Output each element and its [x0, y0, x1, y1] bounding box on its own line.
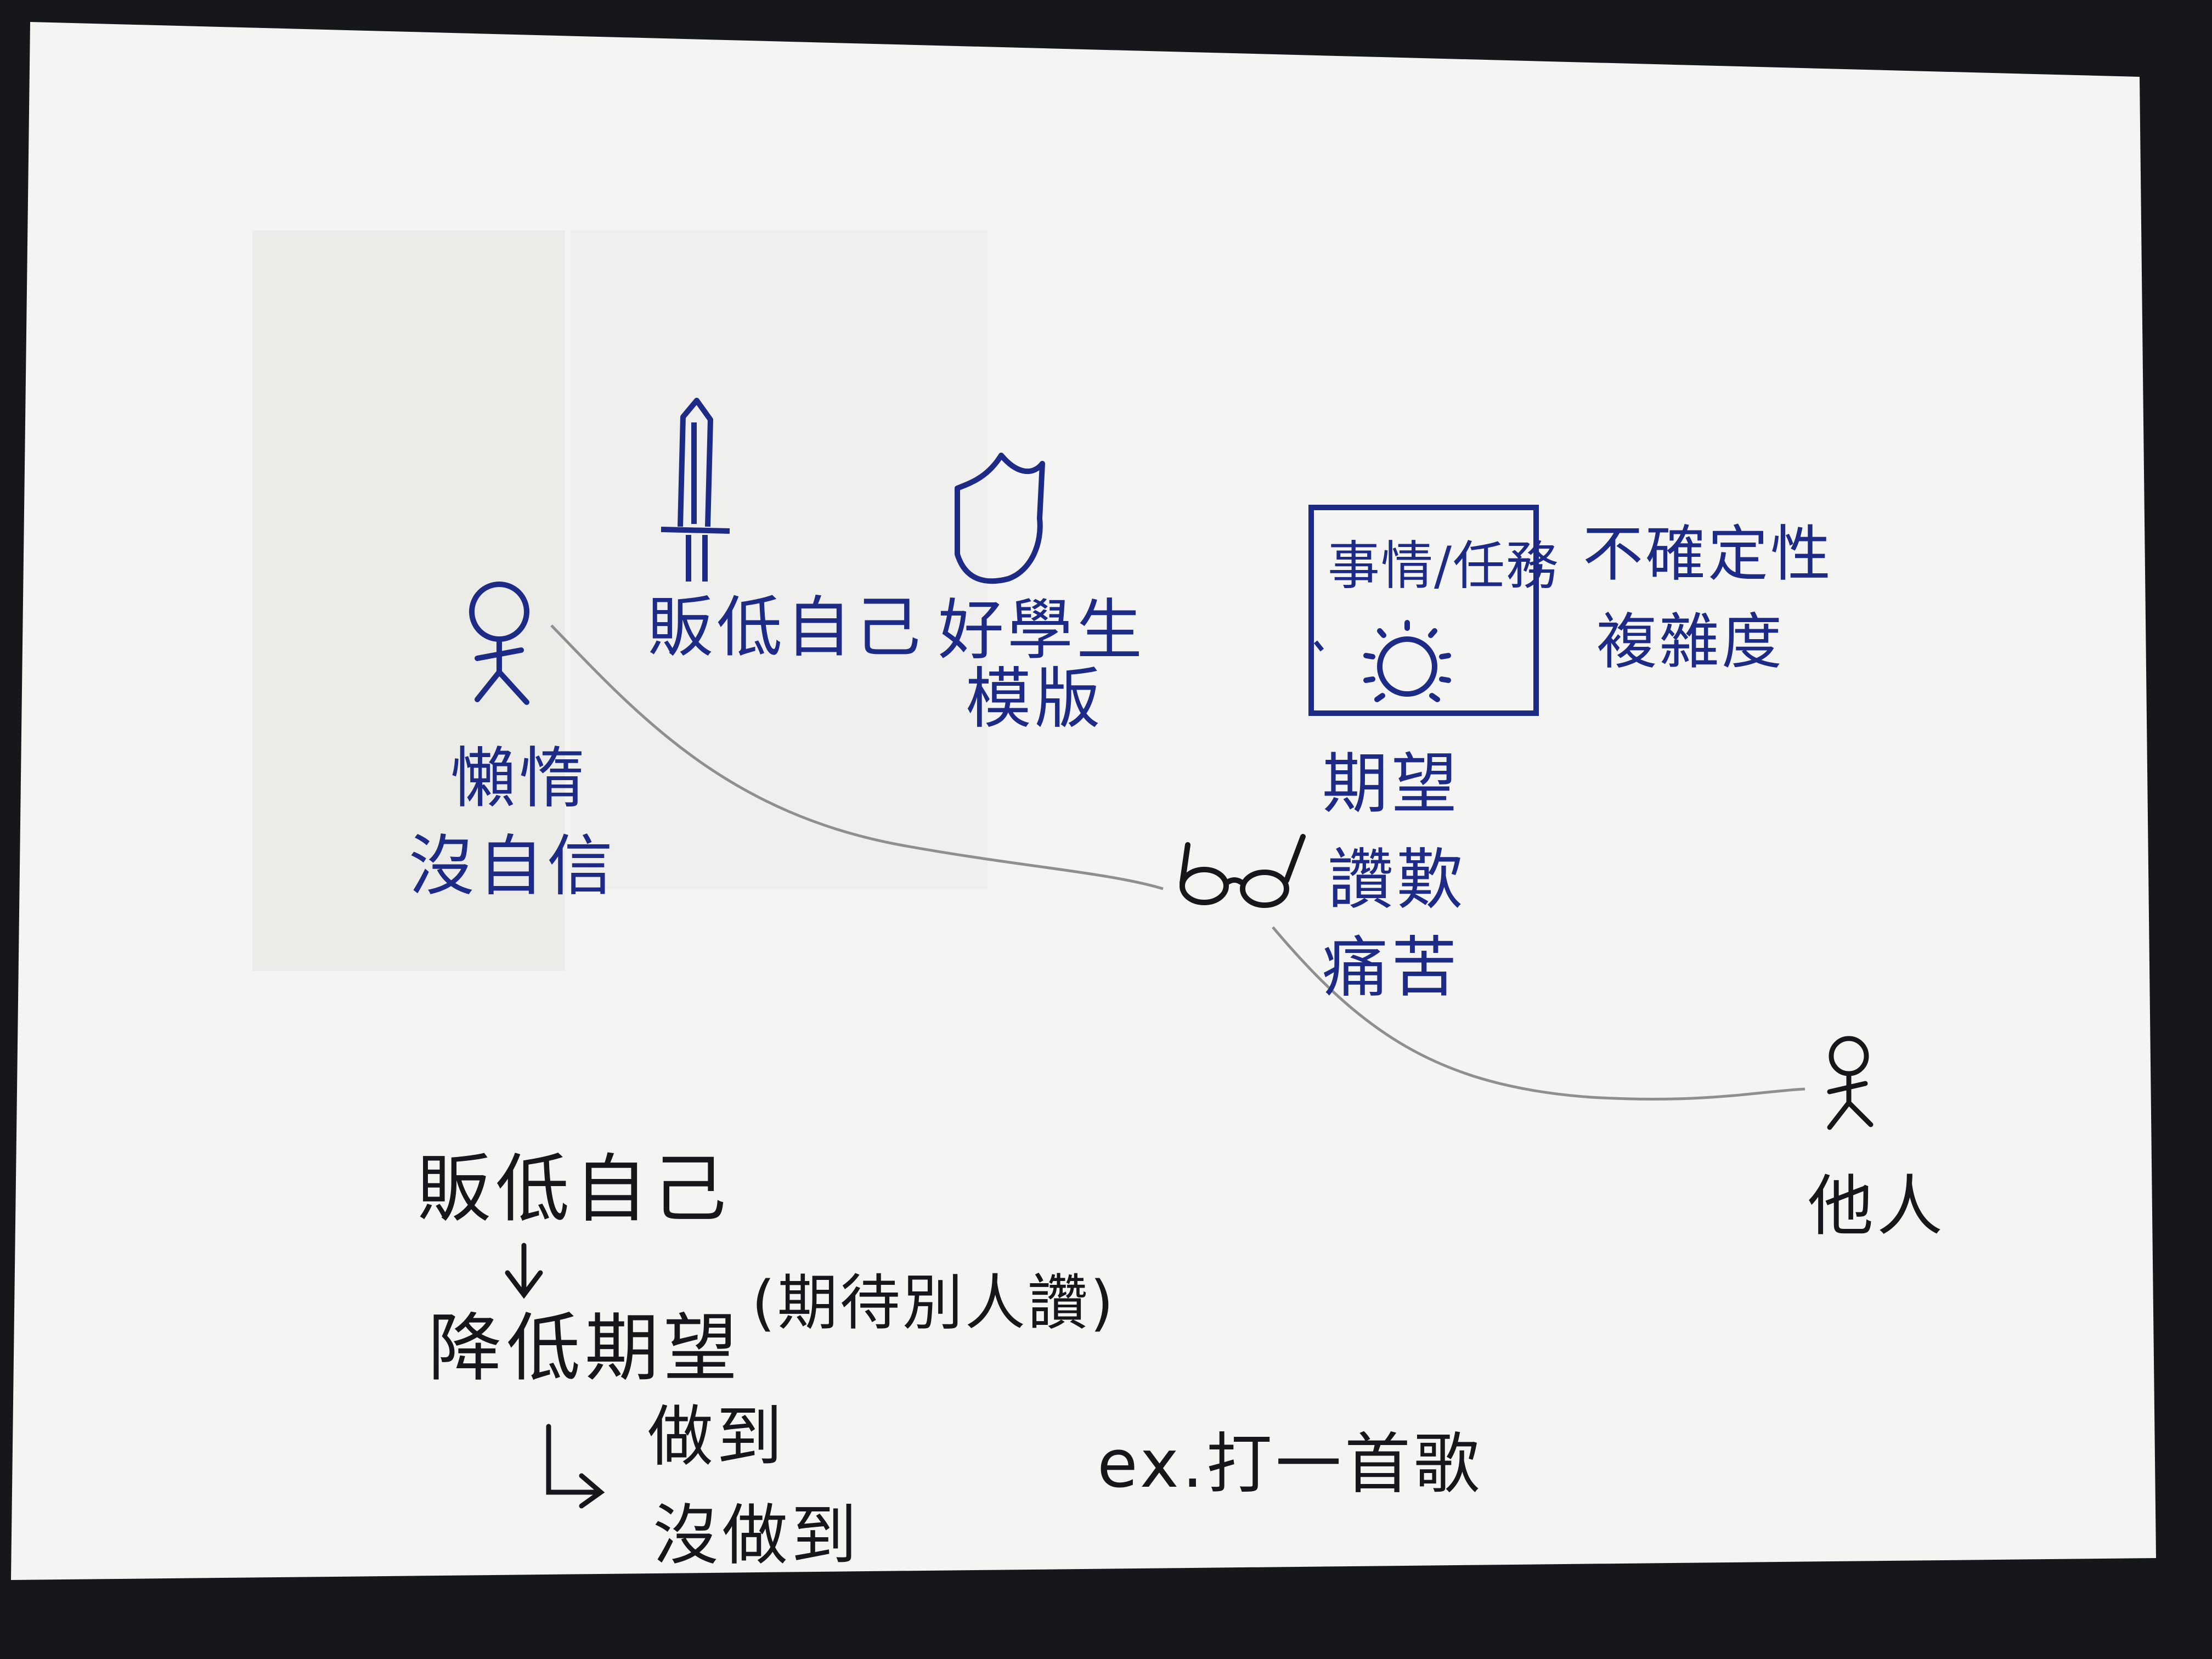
paper-sheet [11, 22, 2156, 1580]
pencil-line [1272, 926, 1805, 1101]
shield-label-1: 好學生 [938, 592, 1146, 669]
complexity-label: 複雜度 [1596, 607, 1784, 677]
paper-shadow-area [571, 230, 988, 889]
bottom-line-2-note: (期待別人讚) [752, 1268, 1116, 1338]
shield-label-2: 模版 [966, 661, 1104, 737]
paper-shadow-area [252, 230, 565, 971]
box-label: 事情/任務 [1328, 536, 1560, 596]
self-label-1: 懶惰 [450, 741, 588, 817]
sword-label: 販低自己 [647, 590, 924, 666]
expect-label: 期望 [1322, 746, 1460, 822]
box-mark [1313, 640, 1324, 652]
pain-label: 痛苦 [1322, 930, 1460, 1006]
sword-icon [661, 398, 730, 582]
stick-figure-self [469, 582, 529, 705]
done-label: 做到 [647, 1399, 786, 1475]
bottom-line-1: 販低自己 [417, 1146, 731, 1232]
example-label: ex.打一首歌 [1097, 1426, 1483, 1503]
stick-figure-others [1827, 1036, 1874, 1130]
bottom-line-2: 降低期望 [428, 1305, 742, 1391]
task-box [1308, 505, 1539, 716]
not-done-label: 沒做到 [653, 1498, 860, 1574]
pencil-line [550, 624, 1164, 890]
self-label-2: 沒自信 [409, 828, 616, 905]
corner-arrow-icon [546, 1424, 605, 1509]
glasses-icon [1180, 834, 1306, 908]
down-arrow-icon [505, 1243, 543, 1299]
uncertainty-label: 不確定性 [1583, 519, 1833, 589]
others-label: 他人 [1808, 1169, 1946, 1245]
sun-icon [1363, 620, 1451, 702]
shield-icon [955, 453, 1045, 584]
praise-label: 讚歎 [1328, 842, 1466, 918]
